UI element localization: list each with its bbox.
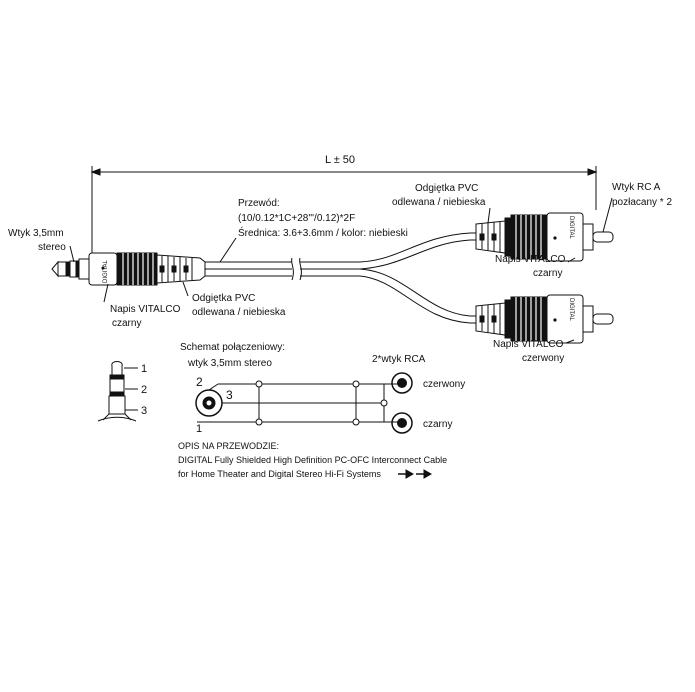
jack-strain-label: Odgiętka PVC bbox=[192, 293, 255, 304]
pin-label-2: 2 bbox=[141, 384, 147, 396]
cable-spec: (10/0.12*1C+28'''/0.12)*2F bbox=[238, 213, 355, 224]
jack-pin-2: 2 bbox=[196, 375, 203, 389]
rca-strain-desc: odlewana / niebieska bbox=[392, 197, 486, 208]
schematic: Schemat połączeniowy: wtyk 3,5mm stereo … bbox=[180, 342, 465, 435]
jack-brand-color: czarny bbox=[112, 318, 141, 329]
rca-top-digital-marker: DIGITAL bbox=[568, 216, 574, 240]
jack-title: Wtyk 3,5mm bbox=[8, 228, 64, 239]
schematic-title: Schemat połączeniowy: bbox=[180, 342, 285, 353]
jack-pin-detail: 1 2 3 bbox=[97, 361, 147, 422]
description-line-2: for Home Theater and Digital Stereo Hi-F… bbox=[178, 469, 381, 479]
jack-brand-label: Napis VITALCO bbox=[110, 304, 181, 315]
jack-subtitle: stereo bbox=[38, 242, 66, 253]
labels-top: Wtyk 3,5mm stereo Napis VITALCO czarny O… bbox=[8, 182, 672, 364]
rca-top-brand-color: czarny bbox=[533, 268, 562, 279]
description-line-1: DIGITAL Fully Shielded High Definition P… bbox=[178, 455, 447, 465]
rca-plug-title: Wtyk RC A bbox=[612, 182, 661, 193]
jack-pin-1: 1 bbox=[196, 423, 202, 435]
schematic-right-label: 2*wtyk RCA bbox=[372, 354, 426, 365]
rca-bottom-digital-marker: DIGITAL bbox=[568, 298, 574, 322]
jack-pin-3: 3 bbox=[226, 388, 233, 402]
rca-bottom-brand-color: czerwony bbox=[522, 353, 564, 364]
length-label: L ± 50 bbox=[325, 154, 355, 166]
rca-plug-bottom: DIGITAL bbox=[475, 294, 614, 344]
description-title: OPIS NA PRZEWODZIE: bbox=[178, 441, 279, 451]
cable-diameter: Średnica: 3.6+3.6mm / kolor: niebieski bbox=[238, 226, 408, 239]
rca-red-label: czerwony bbox=[423, 379, 465, 390]
cable-main bbox=[205, 232, 476, 324]
cable-label: Przewód: bbox=[238, 198, 280, 209]
pin-label-3: 3 bbox=[141, 405, 147, 417]
jack-digital-marker: DIGITAL bbox=[103, 259, 109, 283]
dimension-line: L ± 50 bbox=[90, 154, 598, 262]
jack-35-plug: DIGITAL bbox=[51, 252, 206, 286]
rca-plug-subtitle: pozłacany * 2 bbox=[612, 197, 672, 208]
rca-black-label: czarny bbox=[423, 419, 452, 430]
schematic-left-label: wtyk 3,5mm stereo bbox=[187, 358, 272, 369]
rca-top-brand-label: Napis VITALCO bbox=[495, 254, 566, 265]
jack-strain-desc: odlewana / niebieska bbox=[192, 307, 286, 318]
rca-strain-label: Odgiętka PVC bbox=[415, 183, 478, 194]
direction-arrows-icon bbox=[398, 469, 433, 479]
rca-bottom-brand-label: Napis VITALCO bbox=[493, 339, 564, 350]
pin-label-1: 1 bbox=[141, 363, 147, 375]
cable-print-description: OPIS NA PRZEWODZIE: DIGITAL Fully Shield… bbox=[178, 441, 447, 479]
